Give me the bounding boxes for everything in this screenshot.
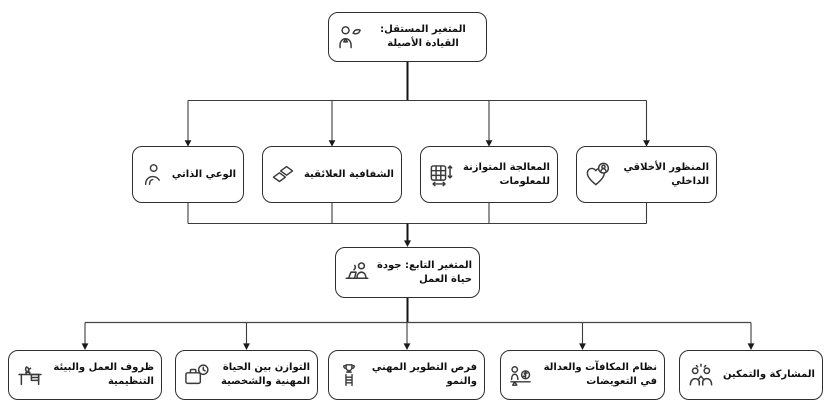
node-label: المنظور الأخلاقي الداخلي [623, 161, 709, 187]
node-label: الوعي الذاتي [171, 168, 236, 180]
node-label: المعالجة المتوازنة للمعلومات [462, 161, 550, 187]
work-environment-icon [16, 361, 44, 389]
node-work-environment: ظروف العمل والبيئة التنظيمية [8, 350, 162, 400]
node-participation-empowerment: المشاركة والتمكين [679, 350, 823, 400]
node-rewards-fairness: نظام المكافآت والعدالة في التعويضات [500, 350, 665, 400]
node-relational-transparency: الشفافية العلائقية [262, 146, 402, 203]
quality-of-work-life-icon [343, 259, 371, 287]
node-balanced-processing: المعالجة المتوازنة للمعلومات [420, 146, 558, 203]
career-growth-icon [336, 362, 362, 388]
moral-perspective-icon [584, 161, 611, 188]
leader-icon [336, 24, 363, 51]
node-label: نظام المكافآت والعدالة في التعويضات [543, 362, 657, 387]
node-work-life-balance: التوازن بين الحياة المهنية والشخصية [175, 350, 318, 400]
work-life-balance-icon [183, 362, 210, 389]
node-label: الشفافية العلائقية [303, 168, 394, 180]
node-career-growth: فرص التطوير المهني والنمو [328, 350, 485, 400]
node-label: التوازن بين الحياة المهنية والشخصية [221, 362, 310, 387]
node-moral-perspective: المنظور الأخلاقي الداخلي [576, 146, 717, 203]
node-self-awareness: الوعي الذاتي [132, 146, 244, 203]
node-independent-variable: المتغير المستقل: القيادة الأصيلة [328, 12, 487, 62]
node-label: المتغير المستقل: القيادة الأصيلة [380, 24, 466, 49]
participation-empowerment-icon [687, 361, 715, 389]
node-label: المتغير التابع: جودة حياة العمل [377, 259, 472, 285]
self-awareness-icon [140, 162, 166, 188]
node-label: المشاركة والتمكين [722, 369, 815, 381]
node-dependent-variable: المتغير التابع: جودة حياة العمل [335, 247, 480, 298]
relational-transparency-icon [270, 162, 296, 188]
balanced-processing-icon [428, 161, 455, 188]
node-label: ظروف العمل والبيئة التنظيمية [53, 362, 154, 387]
rewards-fairness-icon [508, 362, 535, 389]
node-label: فرص التطوير المهني والنمو [371, 362, 477, 387]
